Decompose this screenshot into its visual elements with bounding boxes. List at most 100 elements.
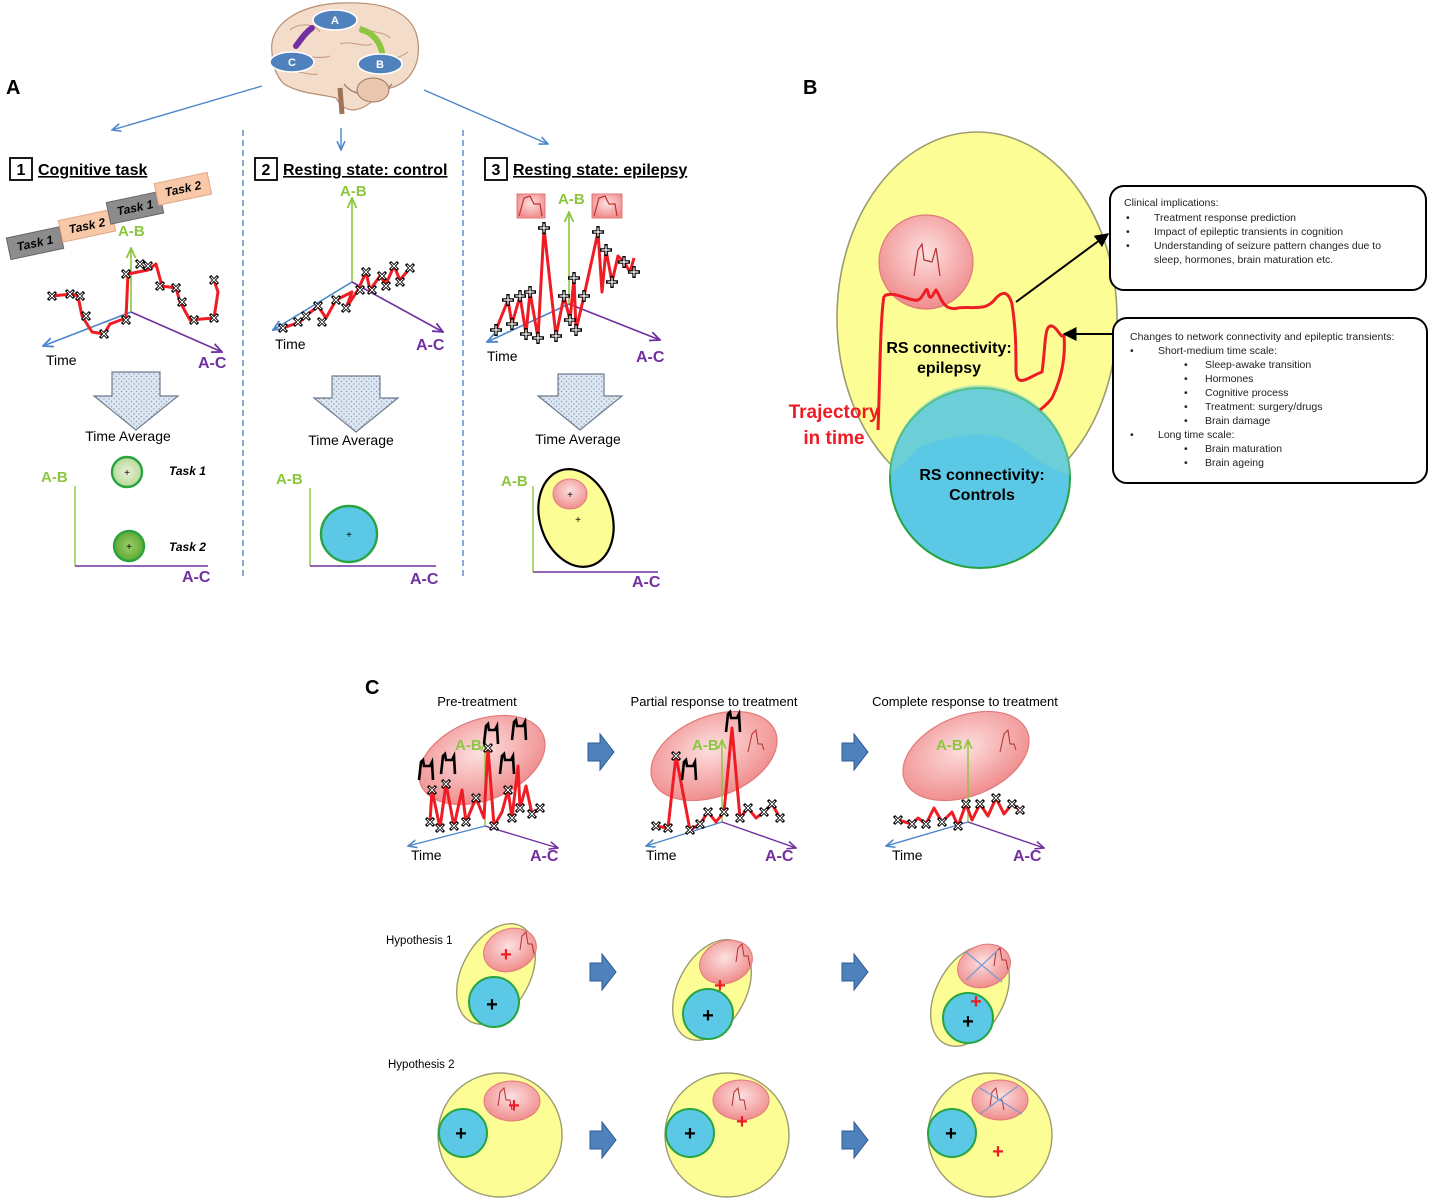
col2-axes bbox=[273, 198, 443, 332]
changes-short-item-1: Sleep-awake transition bbox=[1205, 359, 1311, 371]
col1-axes bbox=[43, 248, 222, 352]
task2-average-circle bbox=[112, 529, 146, 563]
clinical-item-4: sleep, hormones, brain maturation etc. bbox=[1154, 254, 1333, 266]
region-b bbox=[357, 53, 403, 75]
column-2-number: 2 bbox=[262, 162, 271, 179]
col1-time-average-label: Time Average bbox=[85, 428, 171, 444]
svg-text:+: + bbox=[567, 490, 573, 501]
trajectory-label-line1: Trajectory bbox=[789, 402, 880, 423]
trajectory-label-line2: in time bbox=[803, 428, 864, 449]
controls-label-line2: Controls bbox=[949, 487, 1015, 504]
col2-average-plot: + bbox=[309, 488, 436, 567]
clinical-pointer-arrow bbox=[1015, 233, 1110, 303]
stage-arrow-1 bbox=[587, 733, 615, 771]
changes-short-item-5: Brain damage bbox=[1205, 415, 1271, 427]
hypothesis-2-label: Hypothesis 2 bbox=[388, 1059, 454, 1071]
svg-text:+: + bbox=[702, 1005, 714, 1027]
col2-time-average-label: Time Average bbox=[308, 432, 394, 448]
stage2-seizure-zone bbox=[650, 710, 778, 802]
hyp2-arrow-2 bbox=[841, 1121, 869, 1159]
stage2-axis-time-label: Time bbox=[646, 847, 677, 863]
svg-text:•: • bbox=[1184, 415, 1188, 427]
col2-time-average-arrow bbox=[312, 375, 400, 433]
col3-seizure-icons bbox=[516, 193, 623, 219]
col2-axis-ab-label: A-B bbox=[340, 183, 367, 200]
col2-trajectory bbox=[282, 264, 412, 330]
svg-text:+: + bbox=[575, 515, 581, 526]
col3-markers bbox=[488, 220, 642, 346]
epilepsy-label-line2: epilepsy bbox=[917, 360, 981, 377]
tract-a-c bbox=[293, 25, 315, 49]
svg-text:+: + bbox=[126, 542, 132, 553]
svg-text:+: + bbox=[736, 1111, 748, 1133]
changes-long-bullet: • bbox=[1130, 429, 1134, 441]
stage-arrow-2 bbox=[841, 733, 869, 771]
task-blocks: Task 1 Task 2 Task 1 Task 2 bbox=[5, 171, 213, 261]
col3-avg-axis-ac-label: A-C bbox=[632, 574, 661, 591]
brain-illustration: A B C bbox=[269, 2, 420, 115]
hyp2-stage2: + + bbox=[664, 1072, 790, 1198]
stage1-axis-ac-label: A-C bbox=[530, 848, 559, 865]
changes-box-title: Changes to network connectivity and epil… bbox=[1130, 331, 1394, 343]
region-b-label: B bbox=[376, 59, 384, 71]
svg-text:•: • bbox=[1126, 212, 1130, 224]
svg-text:•: • bbox=[1184, 457, 1188, 469]
task2-average-label: Task 2 bbox=[169, 540, 206, 554]
svg-text:•: • bbox=[1184, 443, 1188, 455]
hyp2-stage3: + + bbox=[927, 1072, 1053, 1198]
network-changes-box bbox=[1112, 317, 1428, 484]
seizure-average-ellipse bbox=[552, 478, 588, 510]
col3-trajectory bbox=[494, 226, 636, 340]
panel-b-diagram bbox=[836, 131, 1118, 569]
stage2-plot bbox=[638, 710, 796, 848]
panel-label-c: C bbox=[365, 677, 379, 699]
col2-markers bbox=[277, 260, 416, 334]
clinical-item-2: Impact of epileptic transients in cognit… bbox=[1154, 226, 1343, 238]
stage2-axis-ac-label: A-C bbox=[765, 848, 794, 865]
stage1-axis-time-label: Time bbox=[411, 847, 442, 863]
seizure-waveform bbox=[913, 242, 941, 277]
col1-time-average-arrow bbox=[92, 371, 180, 431]
task-block-4 bbox=[153, 171, 213, 206]
controls-label-line1: RS connectivity: bbox=[919, 467, 1044, 484]
svg-text:•: • bbox=[1184, 359, 1188, 371]
stage-partial-response: Partial response to treatment bbox=[631, 694, 798, 709]
hyp1-stage3: + + bbox=[930, 943, 1011, 1047]
changes-long-item-2: Brain ageing bbox=[1205, 457, 1264, 469]
changes-long-title: Long time scale: bbox=[1158, 429, 1234, 441]
hypothesis-1-label: Hypothesis 1 bbox=[386, 935, 452, 947]
clinical-item-1: Treatment response prediction bbox=[1154, 212, 1296, 224]
region-a-label: A bbox=[331, 15, 339, 27]
stage3-axis-ac-label: A-C bbox=[1013, 848, 1042, 865]
col2-avg-axis-ab-label: A-B bbox=[276, 471, 303, 488]
changes-short-title: Short-medium time scale: bbox=[1158, 345, 1277, 357]
stage3-seizure-zone bbox=[902, 710, 1030, 802]
svg-text:+: + bbox=[124, 468, 130, 479]
changes-long-item-1: Brain maturation bbox=[1205, 443, 1282, 455]
hyp1-arrow-2 bbox=[841, 953, 869, 991]
column-1-number: 1 bbox=[17, 162, 26, 179]
stage1-plot bbox=[406, 714, 558, 848]
stage1-seizure-zone bbox=[418, 714, 546, 806]
column-3-heading: 3 Resting state: epilepsy bbox=[484, 157, 687, 181]
svg-text:+: + bbox=[945, 1123, 957, 1145]
col2-avg-axis-ac-label: A-C bbox=[410, 571, 439, 588]
svg-text:+: + bbox=[346, 530, 352, 541]
stage3-axis-time-label: Time bbox=[892, 847, 923, 863]
stage3-plot bbox=[886, 710, 1044, 848]
hyp2-stage1: + + bbox=[437, 1072, 563, 1198]
column-1-title: Cognitive task bbox=[38, 162, 147, 179]
stage1-axis-ab-label: A-B bbox=[455, 737, 482, 754]
hyp1-stage1: + + bbox=[456, 923, 537, 1028]
hyp1-stage2: + + bbox=[672, 939, 753, 1041]
changes-long-bullets: • • bbox=[1184, 443, 1188, 469]
svg-text:+: + bbox=[500, 944, 512, 966]
col3-axis-ab-label: A-B bbox=[558, 191, 585, 208]
stage2-axis-ab-label: A-B bbox=[692, 737, 719, 754]
svg-text:•: • bbox=[1184, 387, 1188, 399]
region-a bbox=[312, 9, 358, 31]
col1-avg-axis-ac-label: A-C bbox=[182, 569, 211, 586]
stage-complete-response: Complete response to treatment bbox=[872, 694, 1058, 709]
svg-text:•: • bbox=[1126, 240, 1130, 252]
col2-axis-ac-label: A-C bbox=[416, 337, 445, 354]
